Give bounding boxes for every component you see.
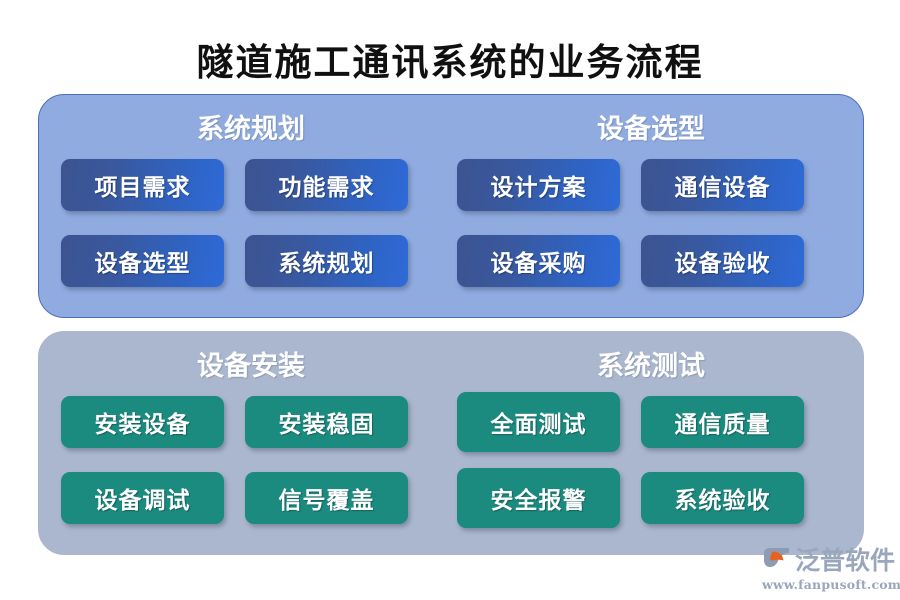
section-heading-equipment-installation: 设备安装 [197,351,305,382]
node-equipment-selection[interactable]: 设备选型 [61,235,224,287]
node-equipment-acceptance[interactable]: 设备验收 [641,235,804,287]
node-communication-quality[interactable]: 通信质量 [641,396,804,448]
section-heading-system-planning: 系统规划 [197,114,305,145]
node-communication-equipment[interactable]: 通信设备 [641,159,804,211]
node-equipment-procurement[interactable]: 设备采购 [457,235,620,287]
logo-website-url: www.fanpusoft.com [762,577,900,592]
node-design-plan[interactable]: 设计方案 [457,159,620,211]
node-stable-installation[interactable]: 安装稳固 [245,396,408,448]
node-project-requirements[interactable]: 项目需求 [61,159,224,211]
node-safety-alarm[interactable]: 安全报警 [457,468,620,528]
cell-grid-top: 项目需求 功能需求 设计方案 通信设备 设备选型 系统规划 设备采购 设备验收 [61,159,843,305]
node-system-planning[interactable]: 系统规划 [245,235,408,287]
node-system-acceptance[interactable]: 系统验收 [641,472,804,524]
section-heading-equipment-selection: 设备选型 [597,114,705,145]
node-comprehensive-testing[interactable]: 全面测试 [457,392,620,452]
page-title: 隧道施工通讯系统的业务流程 [196,40,704,84]
fanpu-logo-icon [762,547,792,575]
logo-company-name: 泛普软件 [795,546,896,575]
section-heading-system-testing: 系统测试 [597,351,705,382]
node-install-equipment[interactable]: 安装设备 [61,396,224,448]
logo-main-row: 泛普软件 [762,546,896,576]
panel-installation-testing: 设备安装 系统测试 安装设备 安装稳固 全面测试 通信质量 设备调试 信号覆盖 … [38,331,864,555]
node-functional-requirements[interactable]: 功能需求 [245,159,408,211]
node-equipment-commissioning[interactable]: 设备调试 [61,472,224,524]
node-signal-coverage[interactable]: 信号覆盖 [245,472,408,524]
panel-planning-selection: 系统规划 设备选型 项目需求 功能需求 设计方案 通信设备 设备选型 系统规划 … [38,94,864,318]
brand-logo: 泛普软件 www.fanpusoft.com [762,546,900,593]
cell-grid-bottom: 安装设备 安装稳固 全面测试 通信质量 设备调试 信号覆盖 安全报警 系统验收 [61,392,843,542]
